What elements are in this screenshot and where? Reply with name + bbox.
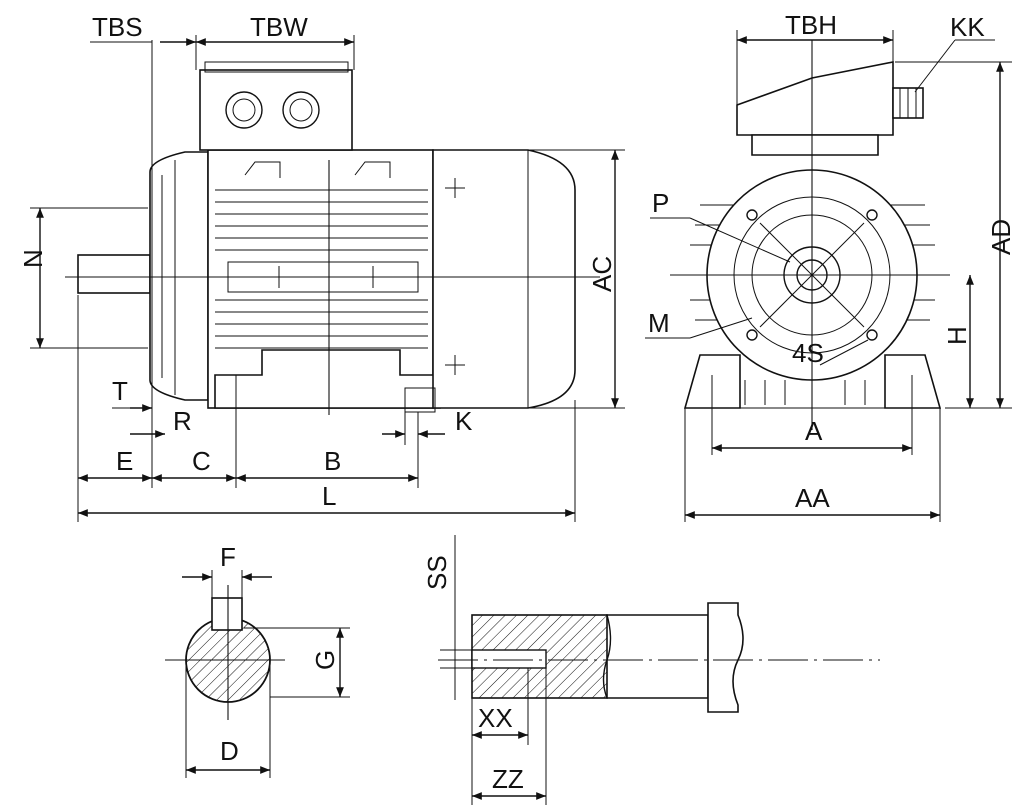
label-d: D <box>220 736 239 766</box>
label-l: L <box>322 481 336 511</box>
terminal-box <box>199 69 353 151</box>
label-aa: AA <box>795 483 830 513</box>
label-tbh: TBH <box>785 10 837 40</box>
label-a: A <box>805 416 823 446</box>
label-kk: KK <box>950 12 985 42</box>
shaft-side <box>77 254 151 294</box>
fan-cover <box>432 149 576 409</box>
front-view: TBH KK AD H P M 4S A AA <box>645 10 1014 522</box>
label-p: P <box>652 188 669 218</box>
shaft-end-detail: SS XX ZZ <box>422 535 880 805</box>
label-xx: XX <box>478 703 513 733</box>
cooling-fins <box>215 189 428 349</box>
label-g: G <box>310 650 340 670</box>
label-zz: ZZ <box>492 764 524 794</box>
label-t: T <box>112 376 128 406</box>
shaft-cross-section: F G D <box>165 542 350 778</box>
label-h: H <box>942 326 972 345</box>
label-tbs: TBS <box>92 12 143 42</box>
label-m: M <box>648 308 670 338</box>
label-b: B <box>324 446 341 476</box>
front-terminal-box <box>736 61 894 136</box>
label-c: C <box>192 446 211 476</box>
label-r: R <box>173 406 192 436</box>
label-ad: AD <box>986 219 1014 255</box>
motor-feet <box>214 349 441 409</box>
label-n: N <box>18 249 48 268</box>
label-k: K <box>455 406 473 436</box>
label-ac: AC <box>587 256 617 292</box>
end-shield <box>149 151 209 401</box>
side-view: TBS TBW N AC T R K E C B L <box>18 12 625 522</box>
label-tbw: TBW <box>250 12 308 42</box>
label-e: E <box>116 446 133 476</box>
label-ss: SS <box>422 555 452 590</box>
label-f: F <box>220 542 236 572</box>
label-4s: 4S <box>792 338 824 368</box>
